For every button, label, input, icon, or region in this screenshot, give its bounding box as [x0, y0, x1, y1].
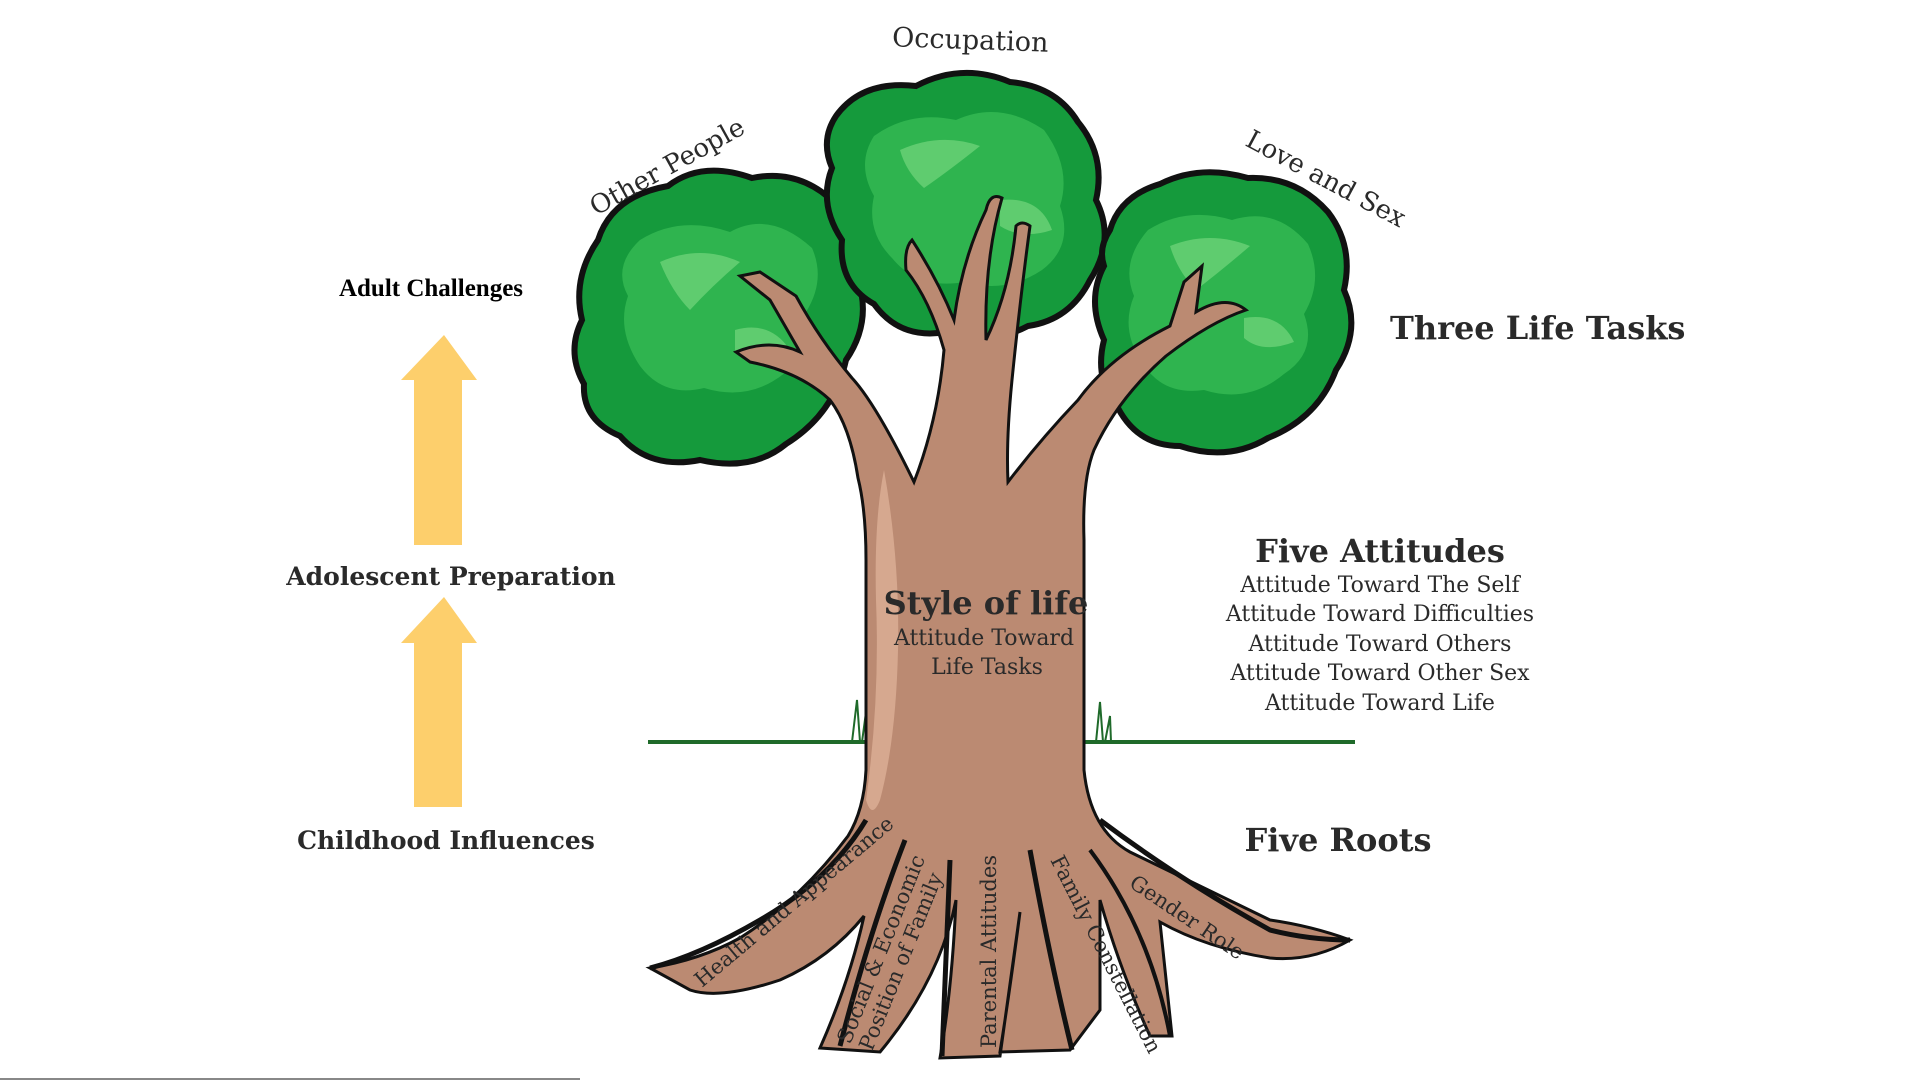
attitude-item: Attitude Toward Others — [1248, 632, 1512, 657]
style-of-life-text: Style of life Attitude Toward Life Tasks — [884, 584, 1089, 680]
trunk-body — [645, 195, 1354, 1060]
attitude-item: Attitude Toward Other Sex — [1229, 661, 1530, 686]
left-stage-labels: Adult Challenges Adolescent Preparation … — [285, 275, 615, 855]
five-attitudes-title: Five Attitudes — [1255, 532, 1505, 570]
adolescent-preparation-label: Adolescent Preparation — [285, 562, 615, 591]
five-roots-title: Five Roots — [1244, 821, 1431, 859]
style-of-life-line1: Attitude Toward — [893, 626, 1074, 651]
arrow-up-lower — [401, 597, 477, 807]
tree-trunk — [645, 195, 1354, 1060]
attitude-item: Attitude Toward Life — [1264, 691, 1495, 716]
root-parental-label: Parental Attitudes — [977, 855, 1001, 1048]
adult-challenges-label: Adult Challenges — [339, 275, 523, 302]
style-of-life-title: Style of life — [884, 584, 1089, 622]
three-life-tasks-title: Three Life Tasks — [1390, 309, 1685, 347]
arrow-up-upper — [401, 335, 477, 545]
attitude-item: Attitude Toward The Self — [1239, 573, 1521, 598]
trunk-highlight — [866, 470, 899, 810]
five-attitudes-block: Five Attitudes Attitude Toward The Self … — [1225, 532, 1534, 716]
development-arrows — [401, 335, 477, 807]
attitude-item: Attitude Toward Difficulties — [1225, 602, 1534, 627]
style-of-life-line2: Life Tasks — [931, 655, 1043, 680]
childhood-influences-label: Childhood Influences — [297, 826, 595, 855]
occupation-label: Occupation — [892, 22, 1049, 58]
